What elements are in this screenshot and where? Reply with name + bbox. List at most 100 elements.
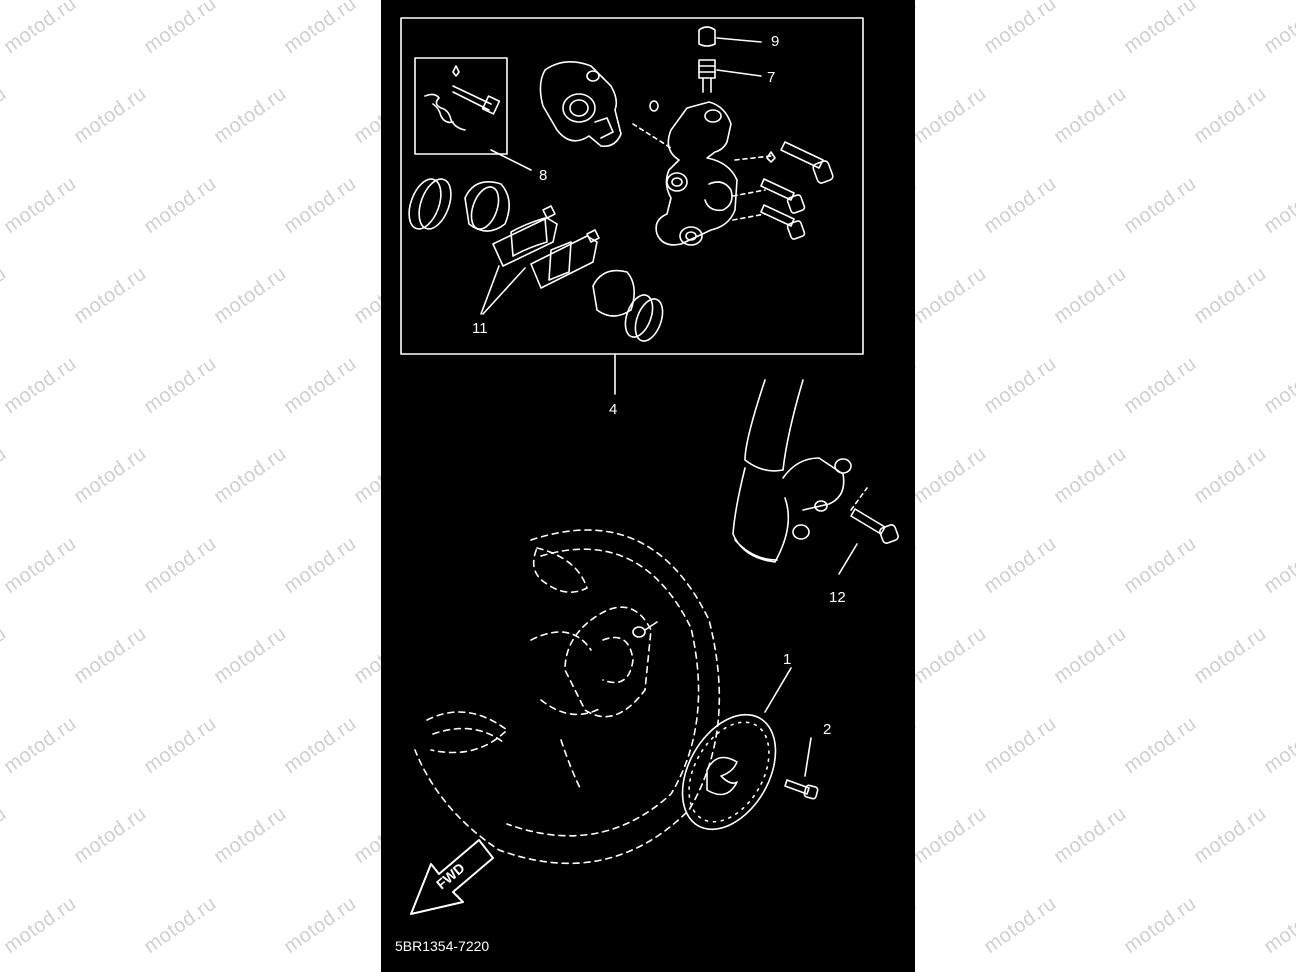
caliper-detail-frame	[400, 17, 864, 355]
watermark-text: motod.ru	[1050, 82, 1131, 149]
piston-seals-left	[408, 178, 510, 232]
watermark-text: motod.ru	[210, 802, 291, 869]
watermark-text: motod.ru	[910, 802, 991, 869]
disc-bolt	[784, 737, 819, 800]
watermark-text: motod.ru	[70, 802, 151, 869]
watermark-text: motod.ru	[210, 82, 291, 149]
watermark-text: motod.ru	[1050, 802, 1131, 869]
watermark-text: motod.ru	[1260, 712, 1296, 779]
watermark-text: motod.ru	[0, 802, 11, 869]
watermark-text: motod.ru	[140, 532, 221, 599]
watermark-text: motod.ru	[1050, 442, 1131, 509]
diagram-code: 5BR1354-7220	[395, 938, 490, 954]
leader-9	[716, 37, 762, 43]
caliper-body	[539, 61, 659, 148]
leader-8	[490, 149, 532, 171]
inset-bolt-frame	[414, 57, 508, 155]
watermark-text: motod.ru	[910, 442, 991, 509]
watermark-text: motod.ru	[1120, 892, 1201, 959]
bleed-cap	[698, 26, 716, 47]
watermark-text: motod.ru	[1190, 82, 1271, 149]
callout-2: 2	[823, 721, 832, 738]
watermark-text: motod.ru	[1120, 172, 1201, 239]
watermark-text: motod.ru	[980, 532, 1061, 599]
watermark-text: motod.ru	[1050, 622, 1131, 689]
fwd-arrow	[410, 839, 494, 915]
watermark-text: motod.ru	[70, 82, 151, 149]
wheel-tire	[414, 529, 721, 865]
watermark-text: motod.ru	[280, 0, 361, 59]
watermark-text: motod.ru	[0, 262, 11, 329]
watermark-text: motod.ru	[910, 262, 991, 329]
watermark-text: motod.ru	[0, 892, 81, 959]
watermark-text: motod.ru	[210, 442, 291, 509]
watermark-text: motod.ru	[280, 532, 361, 599]
watermark-text: motod.ru	[1190, 442, 1271, 509]
watermark-text: motod.ru	[980, 352, 1061, 419]
inset-bolt	[424, 65, 501, 131]
fork-bolt	[838, 487, 899, 575]
watermark-text: motod.ru	[980, 172, 1061, 239]
watermark-text: motod.ru	[910, 82, 991, 149]
watermark-text: motod.ru	[140, 352, 221, 419]
watermark-text: motod.ru	[210, 622, 291, 689]
bleed-screw	[698, 59, 716, 93]
caliper-bolts	[760, 141, 834, 240]
wheel-hub-details	[632, 621, 658, 638]
watermark-text: motod.ru	[1190, 802, 1271, 869]
watermark-text: motod.ru	[0, 622, 11, 689]
parts-diagram-panel: 9 7 8 11 4 12 1 2 FWD 5BR1354-7220	[381, 0, 915, 972]
watermark-text: motod.ru	[1120, 0, 1201, 59]
watermark-text: motod.ru	[0, 172, 81, 239]
watermark-text: motod.ru	[0, 532, 81, 599]
watermark-text: motod.ru	[140, 712, 221, 779]
callout-1: 1	[783, 651, 792, 668]
watermark-text: motod.ru	[1260, 352, 1296, 419]
watermark-text: motod.ru	[0, 82, 11, 149]
watermark-text: motod.ru	[70, 442, 151, 509]
watermark-text: motod.ru	[1050, 262, 1131, 329]
brake-disc	[681, 713, 777, 831]
watermark-text: motod.ru	[280, 172, 361, 239]
watermark-text: motod.ru	[210, 262, 291, 329]
callout-8: 8	[539, 167, 548, 184]
watermark-text: motod.ru	[1260, 532, 1296, 599]
watermark-text: motod.ru	[1260, 892, 1296, 959]
leader-1	[764, 667, 792, 713]
watermark-text: motod.ru	[0, 352, 81, 419]
watermark-text: motod.ru	[980, 0, 1061, 59]
watermark-text: motod.ru	[140, 172, 221, 239]
piston-seals-right	[592, 269, 664, 342]
watermark-text: motod.ru	[1190, 622, 1271, 689]
callout-11: 11	[472, 320, 488, 337]
watermark-text: motod.ru	[140, 0, 221, 59]
brake-pads	[492, 205, 600, 289]
watermark-text: motod.ru	[1260, 172, 1296, 239]
leader-7	[716, 69, 762, 77]
watermark-text: motod.ru	[140, 892, 221, 959]
callout-4: 4	[609, 401, 618, 418]
watermark-text: motod.ru	[980, 892, 1061, 959]
watermark-text: motod.ru	[0, 0, 81, 59]
fork-leg	[732, 379, 852, 563]
leader-11b	[482, 267, 526, 315]
watermark-text: motod.ru	[1260, 0, 1296, 59]
watermark-text: motod.ru	[1120, 532, 1201, 599]
watermark-text: motod.ru	[280, 892, 361, 959]
caliper-bracket	[632, 101, 772, 246]
exploded-view-drawing	[400, 17, 899, 915]
watermark-text: motod.ru	[280, 352, 361, 419]
watermark-text: motod.ru	[0, 712, 81, 779]
watermark-text: motod.ru	[980, 712, 1061, 779]
watermark-text: motod.ru	[1120, 712, 1201, 779]
leader-11a	[480, 265, 500, 315]
watermark-text: motod.ru	[910, 622, 991, 689]
watermark-text: motod.ru	[1120, 352, 1201, 419]
watermark-text: motod.ru	[70, 262, 151, 329]
watermark-text: motod.ru	[0, 442, 11, 509]
callout-9: 9	[771, 33, 780, 50]
watermark-text: motod.ru	[70, 622, 151, 689]
callout-12: 12	[829, 589, 846, 606]
callout-7: 7	[767, 69, 776, 86]
watermark-text: motod.ru	[1190, 262, 1271, 329]
